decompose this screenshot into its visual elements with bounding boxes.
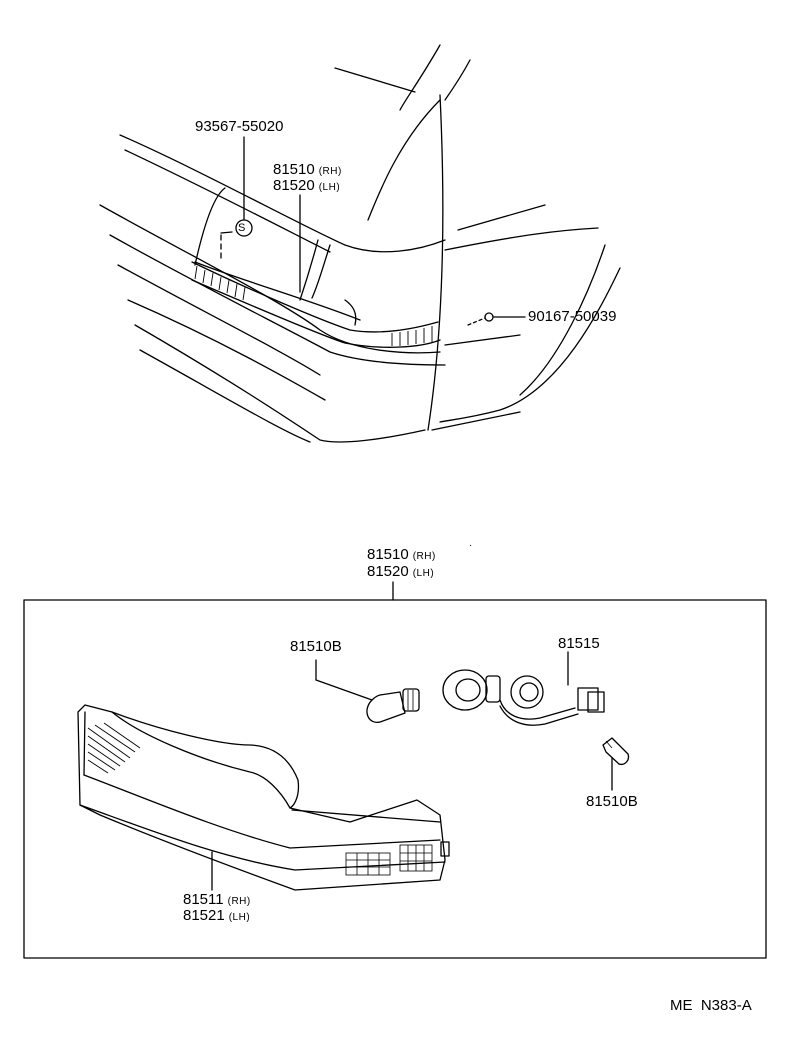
screw-s-symbol: S — [238, 222, 246, 234]
label-lamp-lh: 81520(LH) — [273, 178, 340, 196]
lamp-lh-number: 81520 — [273, 177, 315, 194]
bolt-icon — [467, 312, 494, 326]
lh-suffix: (LH) — [228, 912, 251, 923]
lh-suffix: (LH) — [412, 568, 435, 579]
footer-code: ME N383-A — [670, 997, 752, 1014]
lens-reflector-grid — [345, 844, 433, 876]
label-lamp-rh: 81510(RH) — [273, 162, 342, 180]
lens-rh-number: 81511 — [183, 891, 224, 908]
socket-wire-81515 — [442, 651, 605, 726]
screw-symbol-circle — [235, 219, 253, 237]
rh-suffix: (RH) — [412, 551, 436, 562]
label-lens-lh: 81521(LH) — [183, 908, 250, 926]
bulb-81510b-large — [315, 659, 420, 723]
label-assembly-rh: 81510(RH) — [367, 547, 436, 565]
rh-suffix: (RH) — [318, 166, 342, 177]
label-screw-part: 93567-55020 — [195, 118, 284, 135]
detail-box — [23, 599, 767, 959]
label-socket-wire: 81515 — [558, 635, 600, 652]
bulb-81510b-small — [602, 737, 630, 791]
assembly-rh-number: 81510 — [367, 546, 409, 563]
label-lens-rh: 81511(RH) — [183, 892, 251, 910]
lh-suffix: (LH) — [318, 182, 341, 193]
lens-lh-number: 81521 — [183, 907, 225, 924]
lamp-lens-hatching — [194, 265, 433, 346]
lamp-lens-body — [77, 704, 450, 891]
lens-hatching-left — [87, 722, 141, 774]
label-bolt-part: 90167-50039 — [528, 308, 617, 325]
rh-suffix: (RH) — [227, 896, 251, 907]
label-bulb-1: 81510B — [290, 638, 342, 655]
label-bulb-2: 81510B — [586, 793, 638, 810]
vehicle-corner-illustration — [99, 44, 621, 443]
lamp-rh-number: 81510 — [273, 161, 315, 178]
assembly-lh-number: 81520 — [367, 563, 409, 580]
label-assembly-lh: 81520(LH) — [367, 564, 434, 582]
